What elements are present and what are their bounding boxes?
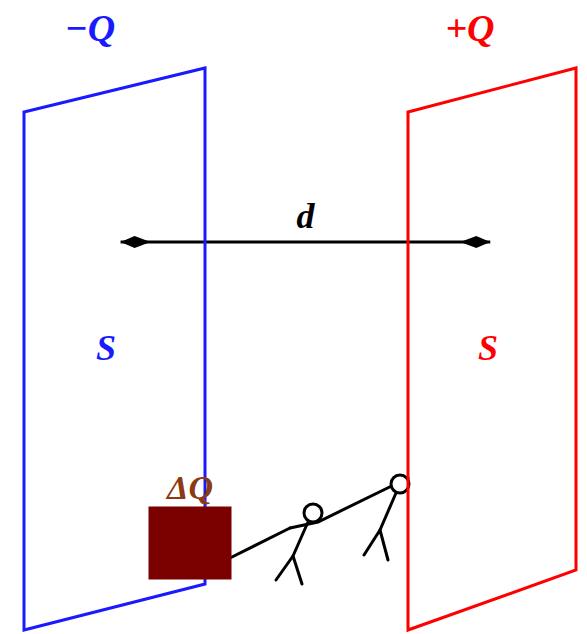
dimension-line xyxy=(121,241,491,244)
plate-outline xyxy=(150,508,230,578)
body xyxy=(380,493,396,530)
area-label: S xyxy=(96,330,116,366)
area-label: S xyxy=(478,330,498,366)
outline xyxy=(150,508,230,578)
arrow-head xyxy=(121,236,151,248)
body xyxy=(293,522,308,556)
legs xyxy=(364,530,388,560)
rope-and-people xyxy=(230,475,409,584)
charge-label: +Q xyxy=(445,9,494,47)
distance-label: d xyxy=(296,198,314,234)
outline xyxy=(408,68,576,630)
head xyxy=(304,504,322,522)
rope xyxy=(230,528,290,558)
legs xyxy=(276,556,302,584)
capacitor-plate: +QS xyxy=(406,66,578,632)
charge-label: −Q xyxy=(65,9,115,47)
charge-label: ΔQ xyxy=(167,471,213,505)
charge-block: ΔQ xyxy=(150,508,230,578)
head xyxy=(391,475,409,493)
dimension-arrow xyxy=(121,236,491,248)
arrow-head xyxy=(460,236,490,248)
